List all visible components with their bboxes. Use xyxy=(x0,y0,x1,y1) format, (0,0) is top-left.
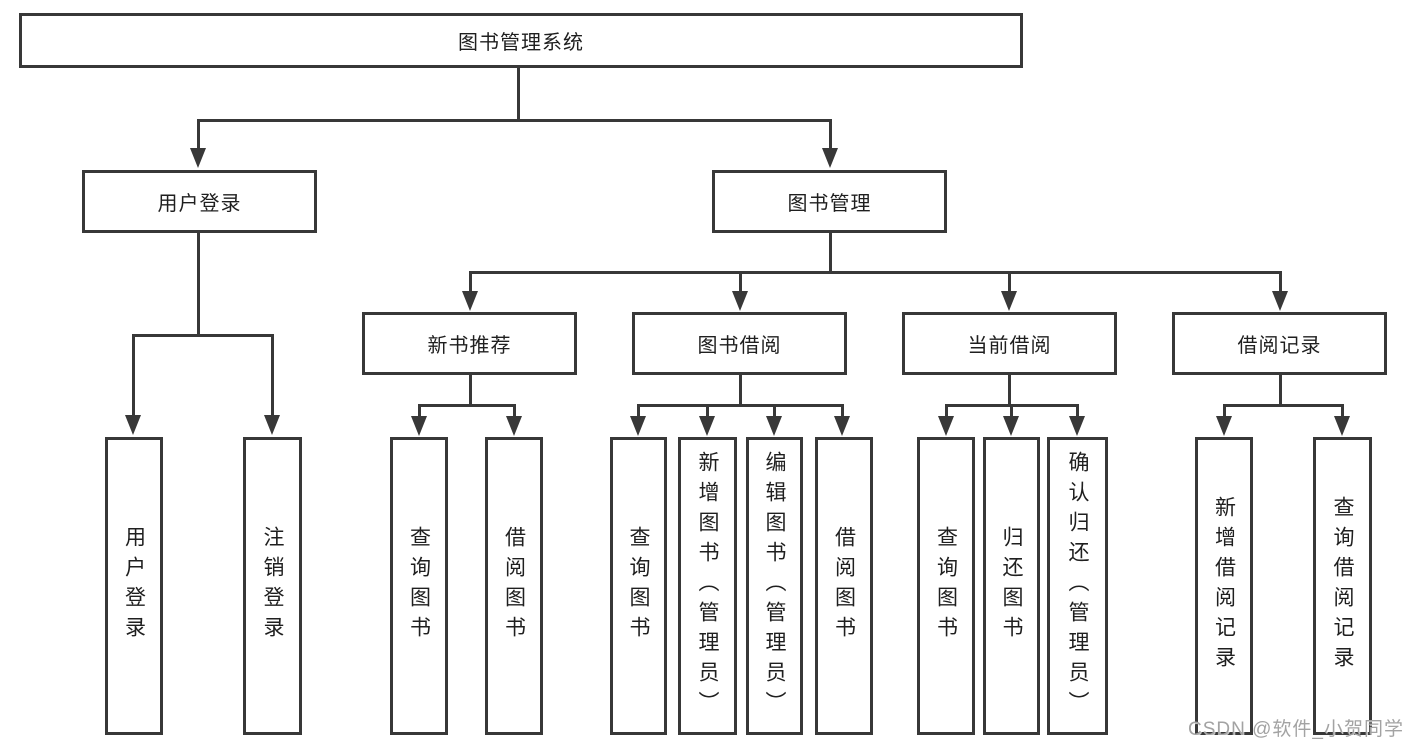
connector-line xyxy=(197,119,200,150)
connector-line xyxy=(132,334,274,337)
connector-line xyxy=(1008,375,1011,407)
leaf-label: 用户登录 xyxy=(122,526,146,646)
csdn-watermark: CSDN @软件_小贺同学 xyxy=(1188,719,1404,740)
connector-line xyxy=(132,334,135,417)
arrow-down-icon xyxy=(506,416,522,436)
node-label: 借阅记录 xyxy=(1237,335,1322,357)
connector-line xyxy=(197,119,832,122)
connector-line xyxy=(469,271,1282,274)
connector-line xyxy=(517,68,520,120)
leaf-query-books-recommend: 查询图书 xyxy=(390,437,448,735)
connector-line xyxy=(197,233,200,335)
arrow-down-icon xyxy=(411,416,427,436)
arrow-down-icon xyxy=(462,291,478,311)
arrow-down-icon xyxy=(1001,291,1017,311)
node-label: 图书管理系统 xyxy=(458,32,584,54)
leaf-query-books-current: 查询图书 xyxy=(917,437,975,735)
connector-line xyxy=(841,404,844,418)
leaf-return-books: 归还图书 xyxy=(983,437,1040,735)
node-label: 新书推荐 xyxy=(427,335,512,357)
arrow-down-icon xyxy=(699,416,715,436)
leaf-user-login: 用户登录 xyxy=(105,437,163,735)
node-user-login: 用户登录 xyxy=(82,170,317,233)
leaf-label: 编辑图书（管理员） xyxy=(763,451,786,721)
connector-line xyxy=(739,271,742,293)
connector-line xyxy=(637,404,844,407)
leaf-label: 借阅图书 xyxy=(832,526,856,646)
arrow-down-icon xyxy=(1216,416,1232,436)
connector-line xyxy=(1279,375,1282,407)
connector-line xyxy=(1341,404,1344,418)
arrow-down-icon xyxy=(1272,291,1288,311)
arrow-down-icon xyxy=(938,416,954,436)
arrow-down-icon xyxy=(190,148,206,168)
node-book-management: 图书管理 xyxy=(712,170,947,233)
connector-line xyxy=(1223,404,1344,407)
connector-line xyxy=(469,271,472,293)
connector-line xyxy=(271,334,274,417)
connector-line xyxy=(829,119,832,150)
leaf-label: 查询图书 xyxy=(407,526,431,646)
leaf-label: 确认归还（管理员） xyxy=(1066,451,1089,721)
connector-line xyxy=(773,404,776,418)
connector-line xyxy=(1010,404,1013,418)
leaf-label: 查询借阅记录 xyxy=(1331,496,1354,676)
node-book-borrowing: 图书借阅 xyxy=(632,312,847,375)
node-label: 图书管理 xyxy=(787,193,872,215)
leaf-borrow-books: 借阅图书 xyxy=(815,437,873,735)
arrow-down-icon xyxy=(264,415,280,435)
leaf-label: 查询图书 xyxy=(627,526,650,646)
connector-line xyxy=(513,404,516,418)
connector-line xyxy=(1008,271,1011,293)
leaf-add-books-admin: 新增图书（管理员） xyxy=(678,437,737,735)
leaf-label: 借阅图书 xyxy=(502,526,526,646)
leaf-edit-books-admin: 编辑图书（管理员） xyxy=(746,437,803,735)
arrow-down-icon xyxy=(630,416,646,436)
node-label: 用户登录 xyxy=(157,193,242,215)
leaf-label: 查询图书 xyxy=(934,526,958,646)
arrow-down-icon xyxy=(1069,416,1085,436)
connector-line xyxy=(637,404,640,418)
connector-line xyxy=(418,404,421,418)
arrow-down-icon xyxy=(125,415,141,435)
leaf-query-borrow-record: 查询借阅记录 xyxy=(1313,437,1372,735)
leaf-borrow-books-recommend: 借阅图书 xyxy=(485,437,543,735)
leaf-label: 归还图书 xyxy=(1000,526,1023,646)
connector-line xyxy=(739,375,742,407)
node-new-book-recommend: 新书推荐 xyxy=(362,312,577,375)
leaf-confirm-return-admin: 确认归还（管理员） xyxy=(1047,437,1108,735)
connector-line xyxy=(1076,404,1079,418)
leaf-label: 注销登录 xyxy=(261,526,284,646)
connector-line xyxy=(418,404,516,407)
node-label: 图书借阅 xyxy=(697,335,782,357)
arrow-down-icon xyxy=(1003,416,1019,436)
node-label: 当前借阅 xyxy=(967,335,1052,357)
leaf-logout: 注销登录 xyxy=(243,437,302,735)
node-current-borrowing: 当前借阅 xyxy=(902,312,1117,375)
arrow-down-icon xyxy=(1334,416,1350,436)
connector-line xyxy=(469,375,472,407)
node-library-management-system: 图书管理系统 xyxy=(19,13,1023,68)
node-borrowing-records: 借阅记录 xyxy=(1172,312,1387,375)
leaf-label: 新增图书（管理员） xyxy=(696,451,719,721)
connector-line xyxy=(1279,271,1282,293)
arrow-down-icon xyxy=(732,291,748,311)
leaf-add-borrow-record: 新增借阅记录 xyxy=(1195,437,1253,735)
connector-line xyxy=(1223,404,1226,418)
arrow-down-icon xyxy=(766,416,782,436)
arrow-down-icon xyxy=(834,416,850,436)
connector-line xyxy=(829,233,832,274)
leaf-label: 新增借阅记录 xyxy=(1212,496,1236,676)
connector-line xyxy=(706,404,709,418)
arrow-down-icon xyxy=(822,148,838,168)
leaf-query-books-borrowing: 查询图书 xyxy=(610,437,667,735)
connector-line xyxy=(945,404,948,418)
